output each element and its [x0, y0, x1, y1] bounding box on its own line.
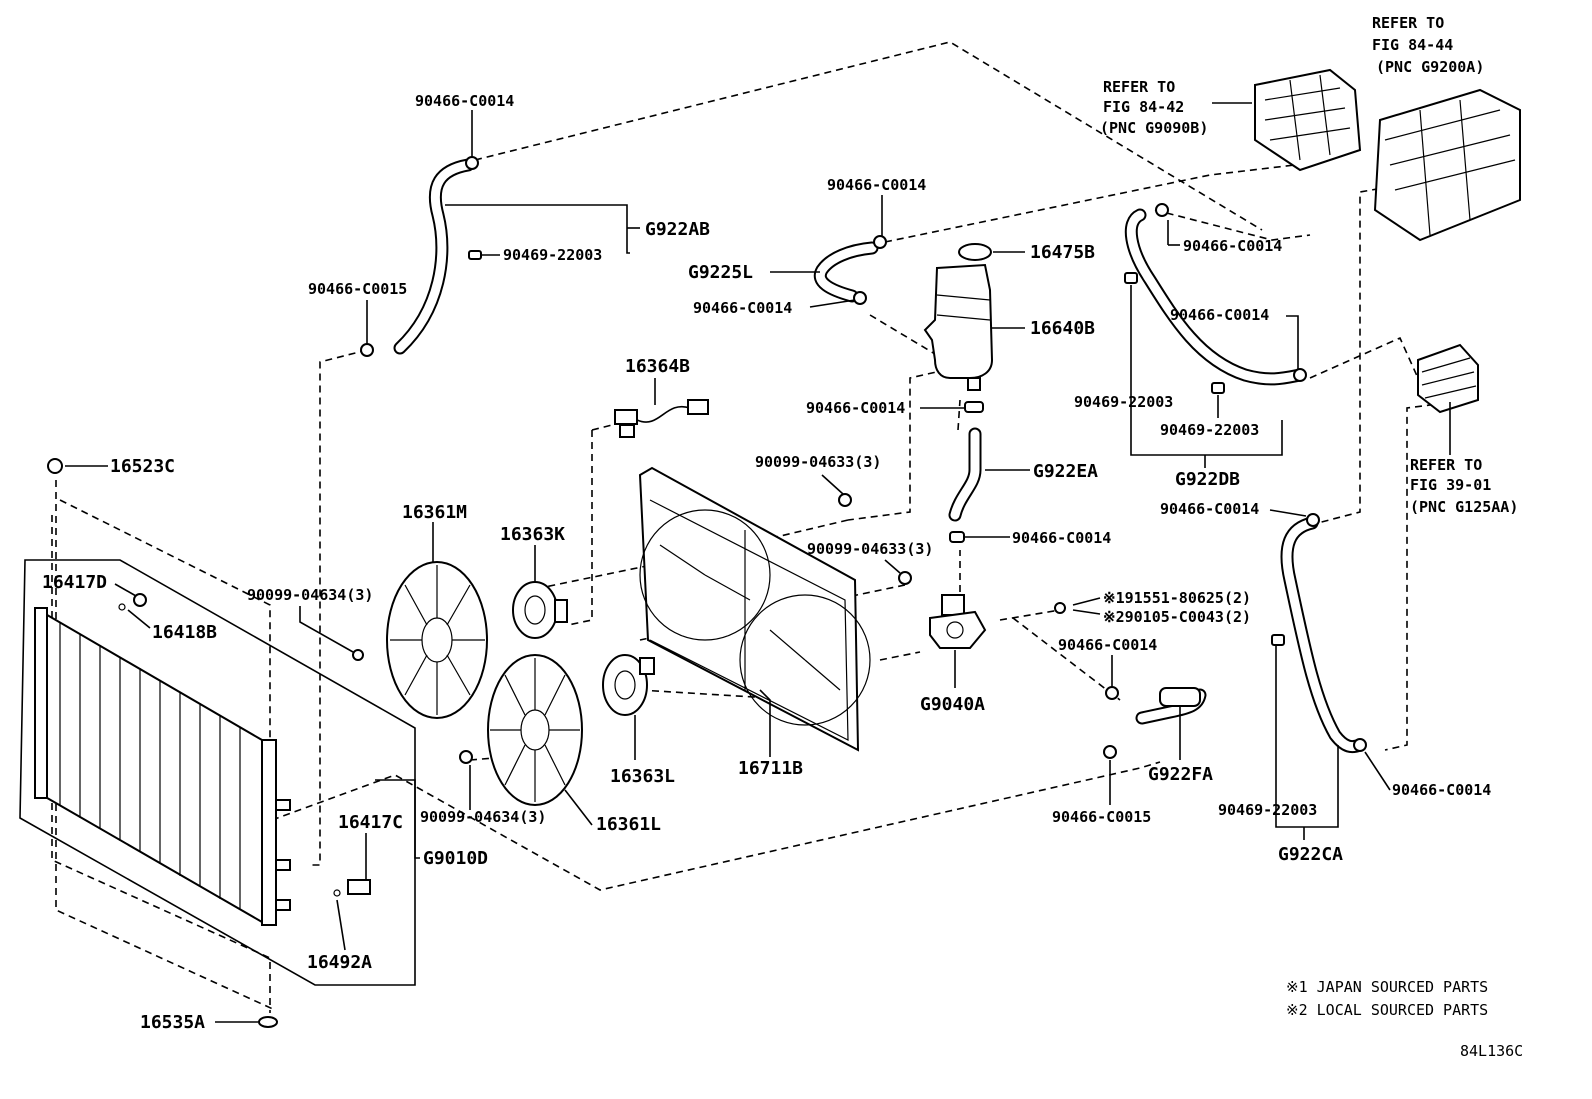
footnote-japan: ※1 JAPAN SOURCED PARTS: [1286, 978, 1488, 996]
label-c0014-g9225l: 90466-C0014: [693, 299, 792, 317]
label-16417d: 16417D: [42, 572, 107, 593]
refer-84-42-line1: REFER TO: [1103, 78, 1175, 96]
label-04634-2: 90099-04634(3): [420, 808, 546, 826]
figure-code: 84L136C: [1460, 1042, 1523, 1060]
label-16523c: 16523C: [110, 456, 175, 477]
fan-16361m: [386, 561, 488, 719]
label-g9225l: G9225L: [688, 262, 753, 283]
refer-84-44-line1: REFER TO: [1372, 14, 1444, 32]
hose-g922ea: [948, 427, 982, 522]
label-c0014-ca-bottom: 90466-C0014: [1392, 781, 1491, 799]
label-note-191551: ※191551-80625(2): [1103, 589, 1251, 607]
label-16711b: 16711B: [738, 758, 803, 779]
label-22003-db2: 90469-22003: [1160, 421, 1259, 439]
label-16361m: 16361M: [402, 502, 467, 523]
hose-g922ab: [393, 158, 475, 355]
radiator-g9010d: [19, 559, 416, 986]
label-g922db: G922DB: [1175, 469, 1240, 490]
part-labels: REFER TO FIG 84-44 (PNC G9200A) REFER TO…: [42, 14, 1518, 1033]
label-c0014-g922ca-top: 90466-C0014: [1160, 500, 1259, 518]
hose-g922ca: [1280, 516, 1367, 754]
label-g922fa: G922FA: [1148, 764, 1213, 785]
label-16361l: 16361L: [596, 814, 661, 835]
hose-g922db: [1124, 208, 1307, 386]
label-g922ab: G922AB: [645, 219, 710, 240]
fan-motor-16363l: [602, 654, 655, 716]
label-note-290105: ※290105-C0043(2): [1103, 608, 1251, 626]
footnotes: ※1 JAPAN SOURCED PARTS ※2 LOCAL SOURCED …: [1286, 978, 1523, 1060]
fan-shroud: [638, 466, 871, 752]
refer-84-42-line3: (PNC G9090B): [1100, 119, 1208, 137]
label-c0014-pump: 90466-C0014: [1012, 529, 1111, 547]
label-c0014-mid: 90466-C0014: [827, 176, 926, 194]
refer-39-01-line3: (PNC G125AA): [1410, 498, 1518, 516]
label-16535a: 16535A: [140, 1012, 205, 1033]
label-c0014-g922fa: 90466-C0014: [1058, 636, 1157, 654]
component-39-01: [1417, 343, 1479, 414]
refer-39-01-line2: FIG 39-01: [1410, 476, 1491, 494]
label-04633-2: 90099-04633(3): [807, 540, 933, 558]
label-c0014-right-2: 90466-C0014: [1170, 306, 1269, 324]
label-22003-db1: 90469-22003: [1074, 393, 1173, 411]
label-16475b: 16475B: [1030, 242, 1095, 263]
label-22003-ab: 90469-22003: [503, 246, 602, 264]
clamps: [47, 156, 1367, 1028]
bolts: [118, 493, 1066, 897]
label-c0014-res: 90466-C0014: [806, 399, 905, 417]
label-c0014-right-top: 90466-C0014: [1183, 237, 1282, 255]
label-g922ca: G922CA: [1278, 844, 1343, 865]
label-g9040a: G9040A: [920, 694, 985, 715]
label-22003-ca: 90469-22003: [1218, 801, 1317, 819]
label-16492a: 16492A: [307, 952, 372, 973]
refer-84-42-line2: FIG 84-42: [1103, 98, 1184, 116]
label-16418b: 16418B: [152, 622, 217, 643]
leader-lines: [65, 102, 1451, 1023]
label-16640b: 16640B: [1030, 318, 1095, 339]
label-c0015-left: 90466-C0015: [308, 280, 407, 298]
label-04633-1: 90099-04633(3): [755, 453, 881, 471]
refer-84-44-line3: (PNC G9200A): [1376, 58, 1484, 76]
refer-39-01-line1: REFER TO: [1410, 456, 1482, 474]
refer-84-44-line2: FIG 84-44: [1372, 36, 1453, 54]
label-16364b: 16364B: [625, 356, 690, 377]
hose-g9225l: [813, 241, 879, 303]
label-c0014-top: 90466-C0014: [415, 92, 514, 110]
inverter-assembly-84-44: [1373, 88, 1521, 242]
footnote-local: ※2 LOCAL SOURCED PARTS: [1286, 1001, 1488, 1019]
fan-16361l: [487, 654, 583, 806]
label-04634-1: 90099-04634(3): [247, 586, 373, 604]
reservoir-tank: [923, 243, 994, 391]
water-pump-g9040a: [929, 594, 987, 649]
label-g922ea: G922EA: [1033, 461, 1098, 482]
label-c0015-fa: 90466-C0015: [1052, 808, 1151, 826]
label-g9010d: G9010D: [423, 848, 488, 869]
inverter-assembly-84-42: [1254, 68, 1362, 172]
hose-g922fa: [1135, 687, 1207, 725]
fan-motor-16363k: [512, 581, 568, 639]
wire-harness-16364b: [614, 399, 709, 438]
label-16417c: 16417C: [338, 812, 403, 833]
label-16363k: 16363K: [500, 524, 565, 545]
label-16363l: 16363L: [610, 766, 675, 787]
